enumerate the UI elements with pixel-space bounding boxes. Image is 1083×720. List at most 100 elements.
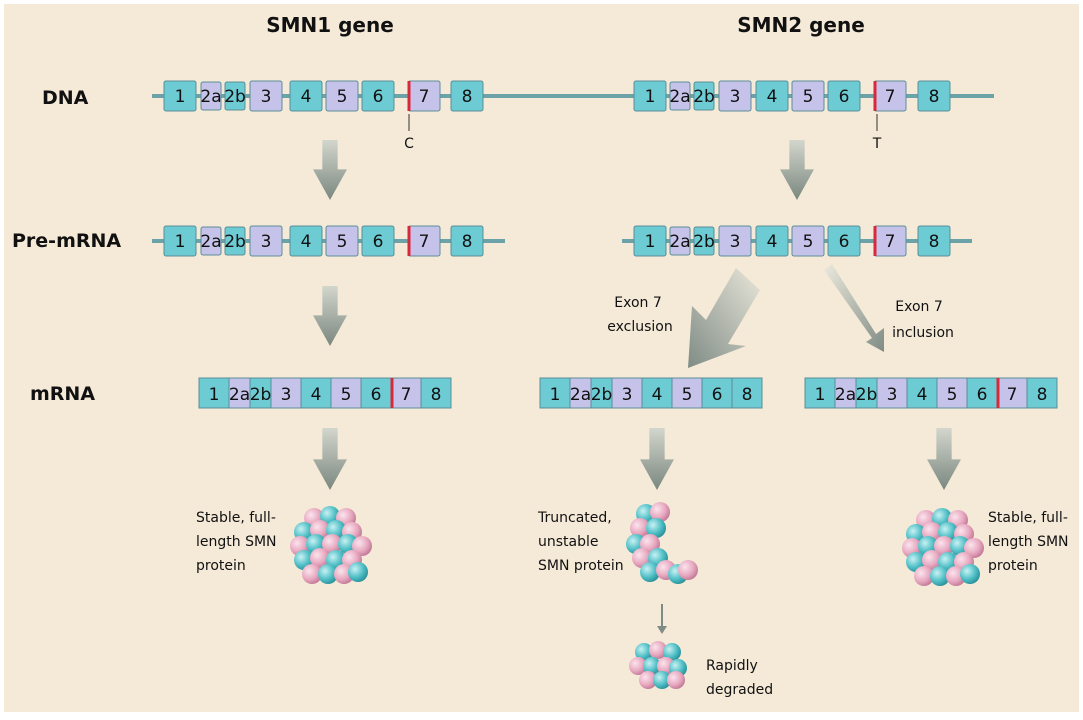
degradation-arrow-head [657, 626, 667, 634]
exon-2a-box [669, 81, 691, 111]
exon-3-box [249, 80, 283, 112]
smn2-header: SMN2 gene [737, 13, 865, 37]
dna-to-pre-mrna-arrow-smn2 [780, 140, 814, 200]
exon-6-label: 6 [839, 232, 850, 252]
mrna-exon-5-label: 5 [947, 385, 958, 405]
mrna-exon-8-box [1026, 377, 1058, 409]
exon-3-label: 3 [261, 232, 272, 252]
mrna-exon-7-label: 7 [1007, 385, 1018, 405]
exon-3-label: 3 [730, 232, 741, 252]
smn1-header: SMN1 gene [266, 13, 394, 37]
mrna-exon-5-label: 5 [341, 385, 352, 405]
mrna-exon-3-box [876, 377, 908, 409]
exon-8-label: 8 [929, 87, 940, 107]
exon-4-label: 4 [767, 87, 778, 107]
degraded-label-2: degraded [706, 682, 773, 698]
exon-8-label: 8 [929, 232, 940, 252]
exon-4-label: 4 [301, 232, 312, 252]
protein-bead [643, 657, 661, 675]
exon-6-box [361, 225, 395, 257]
mrna-exon-6-box [360, 377, 392, 409]
mrna-exon-1-label: 1 [550, 385, 561, 405]
exon-2b-box [693, 81, 715, 111]
exon-5-label: 5 [337, 232, 348, 252]
mrna-exon-6-label: 6 [712, 385, 723, 405]
mrna-exon-6-label: 6 [371, 385, 382, 405]
mrna-exon-2a-label: 2a [570, 385, 591, 405]
protein-bead [914, 566, 934, 586]
exon-5-box [791, 80, 825, 112]
exon-8-label: 8 [462, 87, 473, 107]
exon-1-box [633, 80, 667, 112]
mrna-exon-5-label: 5 [682, 385, 693, 405]
exon-5-label: 5 [337, 87, 348, 107]
protein-bead [629, 657, 647, 675]
protein-bead [653, 671, 671, 689]
exon-4-label: 4 [767, 232, 778, 252]
mrna-exon-8-label: 8 [1037, 385, 1048, 405]
mrna-exon-3-box [611, 377, 643, 409]
mrna-exon-7-label: 7 [401, 385, 412, 405]
exon-2a-label: 2a [669, 232, 690, 252]
exon-8-label: 8 [462, 232, 473, 252]
exon-1-box [633, 225, 667, 257]
smn2-protein-label-1: Stable, full- [988, 510, 1068, 526]
exon-2a-label: 2a [200, 232, 221, 252]
exon-7-label: 7 [885, 232, 896, 252]
exon-4-label: 4 [301, 87, 312, 107]
protein-bead [318, 564, 338, 584]
protein-bead [630, 518, 650, 538]
row-label-pre-mrna: Pre-mRNA [12, 230, 121, 252]
protein-bead [650, 502, 670, 522]
exon-2a-label: 2a [200, 87, 221, 107]
protein-bead [678, 560, 698, 580]
exon-8-box [450, 225, 484, 257]
degraded-protein-cluster [629, 641, 687, 689]
exon-7-label: 7 [419, 232, 430, 252]
exon-7-label: 7 [419, 87, 430, 107]
exon7-exclusion-arrow [688, 268, 760, 368]
protein-bead [964, 538, 984, 558]
mrna-exon-6-label: 6 [977, 385, 988, 405]
exon-2b-box [224, 226, 246, 256]
mrna-exon-2b-label: 2b [856, 385, 878, 405]
smn2-t-nucleotide: T [872, 136, 882, 152]
mrna-exon-4-box [300, 377, 332, 409]
exon-2a-box [200, 81, 222, 111]
row-label-dna: DNA [42, 87, 89, 109]
protein-bead [635, 643, 653, 661]
protein-bead [640, 562, 660, 582]
exon-5-label: 5 [803, 232, 814, 252]
exon-1-label: 1 [175, 232, 186, 252]
exon-8-box [450, 80, 484, 112]
exclusion-label-line1: Exon 7 [614, 295, 662, 311]
exon-2b-box [693, 226, 715, 256]
smn1-protein-cluster [290, 506, 372, 584]
exon-6-label: 6 [373, 232, 384, 252]
protein-bead [960, 564, 980, 584]
protein-bead [348, 562, 368, 582]
mrna-exon-8-label: 8 [742, 385, 753, 405]
mrna-exon-3-label: 3 [281, 385, 292, 405]
exon-1-box [163, 225, 197, 257]
exon-3-box [249, 225, 283, 257]
exon-2b-label: 2b [693, 87, 715, 107]
exon-2b-box [224, 81, 246, 111]
exon-3-label: 3 [261, 87, 272, 107]
dna-to-pre-mrna-arrow-smn1 [313, 140, 347, 200]
smn2-protein-label-2: length SMN [988, 534, 1069, 550]
mrna-exon-8-label: 8 [431, 385, 442, 405]
exon-6-label: 6 [373, 87, 384, 107]
mrna-to-protein-arrow-included [927, 428, 961, 490]
mrna-exon-5-box [936, 377, 968, 409]
exon-1-label: 1 [175, 87, 186, 107]
mrna-exon-2a-label: 2a [835, 385, 856, 405]
mrna-exon-2a-label: 2a [229, 385, 250, 405]
mrna-exon-4-box [906, 377, 938, 409]
protein-bead [663, 643, 681, 661]
